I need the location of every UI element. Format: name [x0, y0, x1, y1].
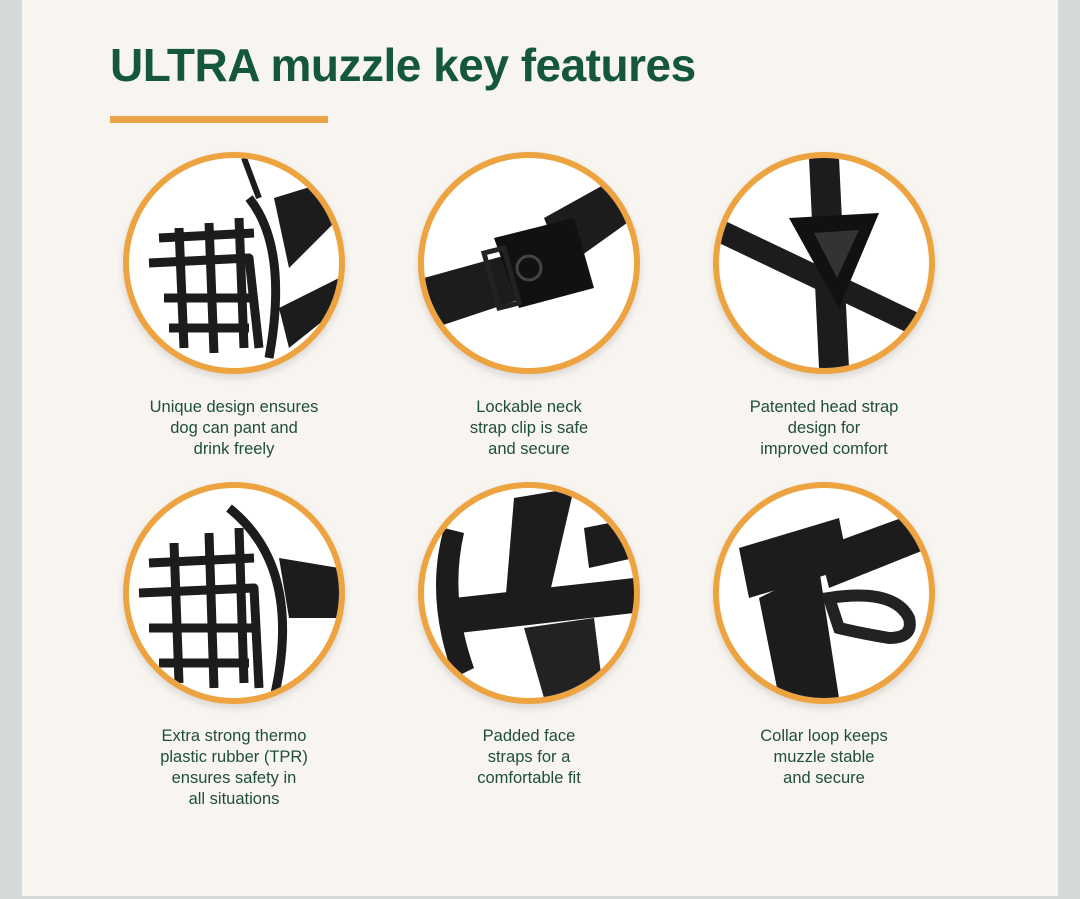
- feature-caption-2: Lockable neck strap clip is safe and sec…: [469, 398, 589, 458]
- feature-caption-6: Collar loop keeps muzzle stable and secu…: [760, 727, 888, 787]
- muzzle-cage-side-image: [123, 152, 345, 374]
- page-title: ULTRA muzzle key features: [110, 39, 696, 91]
- feature-caption-4: Extra strong thermo plastic rubber (TPR)…: [160, 727, 308, 808]
- feature-card: ULTRA muzzle key features Unique design …: [22, 0, 1058, 896]
- feature-caption-1: Unique design ensures dog can pant and d…: [149, 398, 319, 458]
- head-strap-slider-image: [713, 152, 935, 374]
- feature-caption-5: Padded face straps for a comfortable fit: [477, 727, 581, 787]
- collar-loop-image: [713, 482, 935, 704]
- padded-face-straps-image: [418, 482, 640, 704]
- neck-strap-buckle-image: [418, 152, 640, 374]
- feature-caption-3: Patented head strap design for improved …: [749, 398, 899, 458]
- title-underline: [110, 116, 328, 123]
- muzzle-cage-tpr-image: [123, 482, 345, 704]
